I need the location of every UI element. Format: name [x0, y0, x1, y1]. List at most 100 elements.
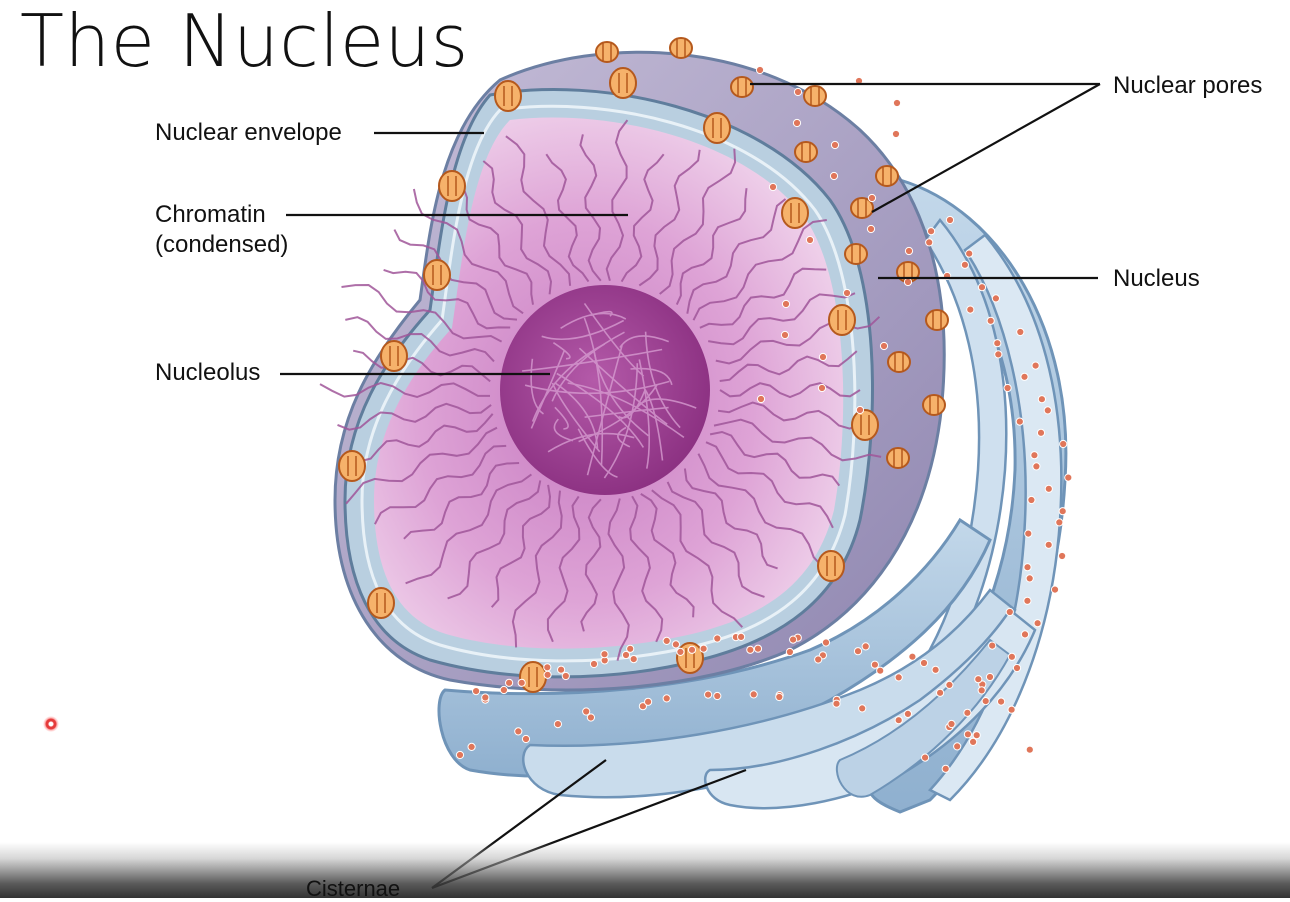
- chromatin-strand: [374, 444, 507, 525]
- ribosome-dot: [1024, 529, 1033, 538]
- chromatin-strand: [447, 480, 542, 600]
- ribosome-dot: [644, 697, 653, 706]
- ribosome-dot: [1015, 417, 1024, 426]
- ribosome-dot: [676, 647, 685, 657]
- label-nucleolus: Nucleolus: [155, 359, 261, 386]
- ribosome-dot: [879, 341, 889, 351]
- ribosome-dot: [472, 687, 481, 696]
- nuclear-pore: [886, 447, 910, 469]
- chromatin-strand: [629, 495, 664, 643]
- nuclear-pore: [851, 409, 879, 441]
- ribosome-dot: [1044, 484, 1053, 493]
- ribosome-dot: [903, 709, 913, 719]
- ribosome-dot: [965, 249, 974, 258]
- ribosome-dot: [1016, 327, 1025, 337]
- ribosome-dot: [921, 753, 930, 762]
- ribosome-dot: [517, 678, 526, 687]
- chromatin-strand: [490, 484, 552, 608]
- ribosome-dot: [789, 635, 798, 644]
- ribosome-dot: [792, 118, 802, 128]
- ribosome-dot: [1007, 705, 1016, 714]
- ribosome-dot: [892, 98, 902, 108]
- ribosome-dot: [543, 670, 552, 679]
- ribosome-dot: [960, 260, 970, 269]
- ribosome-dot: [704, 690, 713, 699]
- nuclear-pore: [887, 351, 911, 373]
- nuclear-pore: [669, 37, 693, 59]
- chromatin-strand: [605, 119, 629, 282]
- chromatin-strand: [699, 267, 827, 329]
- ribosome-dot: [1059, 439, 1068, 449]
- ribosome-dot: [713, 691, 722, 701]
- ribosome-dot: [986, 316, 995, 325]
- ribosome-dot: [1005, 607, 1014, 617]
- chromatin-strand: [620, 153, 665, 283]
- chromatin-strand: [505, 135, 572, 286]
- page-title: The Nucleus: [20, 0, 469, 83]
- label-chromatin-line1: Chromatin: [155, 201, 266, 228]
- label-nucleus: Nucleus: [1113, 265, 1200, 292]
- nuclear-pore: [730, 76, 754, 98]
- ribosome-dot: [467, 742, 476, 752]
- ribosome-dot: [936, 688, 945, 697]
- nucleolus-fiber: [522, 348, 663, 372]
- ribosome-dot: [1044, 540, 1053, 549]
- chromatin-strand: [709, 430, 841, 487]
- ribosome-dot: [1032, 462, 1041, 471]
- nucleolus-fiber: [530, 349, 566, 429]
- ribosome-dot: [737, 632, 746, 642]
- ribosome-dot: [753, 644, 763, 653]
- ribosome-dot: [953, 742, 962, 751]
- ribosome-dot: [505, 678, 514, 687]
- chromatin-strand: [319, 381, 490, 399]
- ribosome-dot: [775, 692, 784, 702]
- ribosome-dot: [866, 224, 876, 234]
- nucleolus-fiber: [638, 359, 650, 469]
- chromatin-strand: [607, 498, 630, 661]
- nuclear-pore: [817, 550, 845, 582]
- chromatin-strand: [686, 198, 787, 314]
- ribosome-dot: [521, 734, 531, 744]
- nucleolus-fiber: [578, 347, 668, 425]
- ribosome-dot: [586, 713, 596, 722]
- chromatin-strand: [713, 418, 882, 462]
- chromatin-strand: [666, 481, 765, 598]
- nucleolus-fiber: [541, 319, 625, 341]
- chromatin-strand: [638, 149, 701, 287]
- leader-lines: [280, 82, 1101, 890]
- label-nuclear-pores: Nuclear pores: [1113, 72, 1263, 99]
- ribosome-dot: [1003, 383, 1012, 393]
- ribosome-dot: [867, 193, 877, 203]
- chromatin-strand: [692, 219, 827, 321]
- chromatin-strand: [675, 188, 748, 306]
- chromatin-strand: [393, 229, 518, 321]
- ribosome-dot: [830, 140, 840, 150]
- ribosome-dot: [1050, 585, 1060, 594]
- ribosome-dot: [832, 699, 841, 708]
- ribosome-dot: [904, 246, 914, 256]
- ribosomes: [455, 65, 1073, 773]
- nuclear-pore: [367, 587, 395, 619]
- chromatin-strand: [352, 349, 491, 383]
- ribosome-dot: [785, 647, 795, 657]
- ribosome-dot: [746, 645, 755, 654]
- chromatin-strand: [360, 413, 494, 462]
- ribosome-dot: [514, 727, 523, 736]
- nuclear-pore: [922, 394, 946, 416]
- nucleolus-fiber: [553, 418, 574, 442]
- ribosome-dot: [1023, 596, 1032, 605]
- chromatin-strand: [462, 187, 534, 305]
- ribosome-dot: [1012, 663, 1022, 673]
- ribosome-dot: [600, 650, 609, 659]
- ribosome-dot: [1031, 361, 1040, 370]
- chromatin-strand: [659, 148, 737, 295]
- ribosome-dot: [945, 215, 955, 225]
- nucleolus-fiber: [556, 372, 645, 448]
- ribosome-dot: [582, 707, 591, 716]
- nucleolus-fiber: [560, 312, 627, 329]
- chromatin-strand: [697, 453, 823, 567]
- ribosome-dot: [829, 171, 839, 181]
- ribosome-dot: [1055, 518, 1064, 527]
- nuclear-pore: [595, 41, 619, 63]
- ribosome-dot: [842, 288, 852, 298]
